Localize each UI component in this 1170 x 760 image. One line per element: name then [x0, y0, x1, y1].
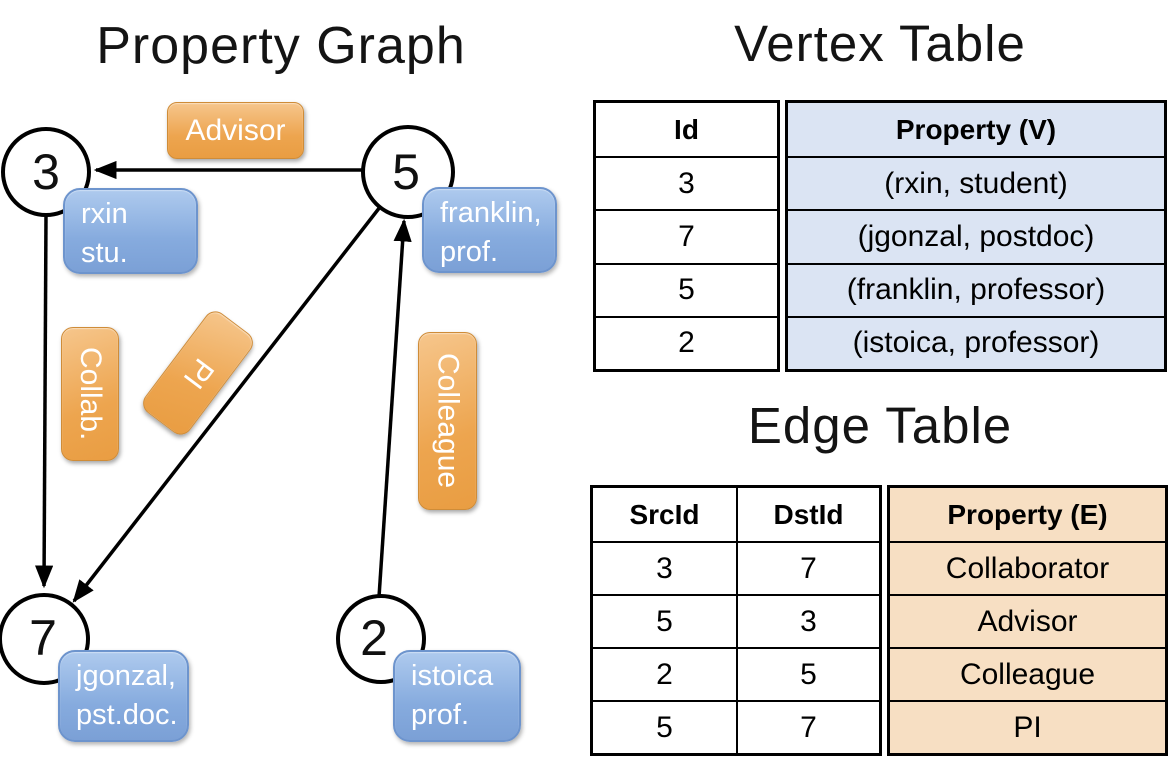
vertex-label-line: prof. — [411, 699, 470, 731]
table-cell: 2 — [596, 315, 777, 369]
vertex-label-line: pst.doc. — [76, 699, 178, 731]
vertex-table-header-property: Property (V) — [895, 113, 1057, 145]
table-cell: (jgonzal, postdoc) — [788, 209, 1164, 262]
table-cell: 5 — [736, 647, 879, 700]
table-cell: 5 — [596, 262, 777, 316]
table-cell: (istoica, professor) — [788, 315, 1164, 369]
edge-table-property-column: Property (E) Collaborator Advisor Collea… — [887, 485, 1168, 756]
vertex-id-2: 2 — [360, 610, 388, 666]
vertex-label-franklin: franklin, prof. — [422, 187, 557, 273]
table-cell: 7 — [736, 541, 879, 594]
edge-table-header-dst: DstId — [736, 488, 879, 541]
vertex-label-line: rxin — [81, 198, 128, 230]
vertex-label-line: jgonzal, — [76, 660, 176, 692]
edge-table-title: Edge Table — [747, 397, 1013, 454]
vertex-label-line: prof. — [440, 236, 499, 268]
edge-label-collab: Collab. — [61, 327, 119, 461]
vertex-table-header-id: Id — [674, 113, 699, 145]
table-cell: 2 — [593, 647, 736, 700]
vertex-label-line: stu. — [81, 237, 128, 269]
edge-table-id-columns: SrcId DstId 3 7 5 3 2 5 5 7 — [590, 485, 882, 756]
table-cell: PI — [890, 700, 1165, 753]
vertex-id-5: 5 — [392, 144, 420, 200]
edge-label-colleague: Colleague — [418, 332, 477, 510]
vertex-table-property-column: Property (V) (rxin, student) (jgonzal, p… — [785, 100, 1167, 372]
edge-5-to-7 — [72, 205, 382, 603]
vertex-label-line: istoica — [411, 660, 494, 692]
table-cell: 7 — [596, 209, 777, 262]
table-cell: (franklin, professor) — [788, 262, 1164, 316]
table-cell: Advisor — [890, 594, 1165, 647]
vertex-table-id-column: Id 3 7 5 2 — [593, 100, 780, 372]
table-cell: 3 — [596, 156, 777, 209]
vertex-label-istoica: istoica prof. — [393, 650, 521, 742]
table-cell: 5 — [593, 700, 736, 753]
table-cell: Collaborator — [890, 541, 1165, 594]
table-cell: (rxin, student) — [788, 156, 1164, 209]
table-cell: 7 — [736, 700, 879, 753]
edge-table-header-src: SrcId — [629, 498, 700, 530]
vertex-table-title: Vertex Table — [734, 15, 1026, 72]
edge-label-advisor: Advisor — [167, 102, 304, 159]
vertex-id-7: 7 — [29, 610, 57, 666]
table-cell: 5 — [593, 594, 736, 647]
table-cell: 3 — [593, 541, 736, 594]
table-cell: 3 — [736, 594, 879, 647]
edge-table-header-property: Property (E) — [947, 498, 1108, 530]
vertex-id-3: 3 — [32, 144, 60, 200]
edge-3-to-7 — [35, 214, 54, 589]
vertex-label-jgonzal: jgonzal, pst.doc. — [58, 650, 189, 742]
vertex-label-line: franklin, — [440, 197, 542, 229]
vertex-label-rxin: rxin stu. — [63, 188, 198, 274]
property-graph-title: Property Graph — [96, 17, 466, 75]
edge-2-to-5 — [377, 218, 412, 598]
table-cell: Colleague — [890, 647, 1165, 700]
